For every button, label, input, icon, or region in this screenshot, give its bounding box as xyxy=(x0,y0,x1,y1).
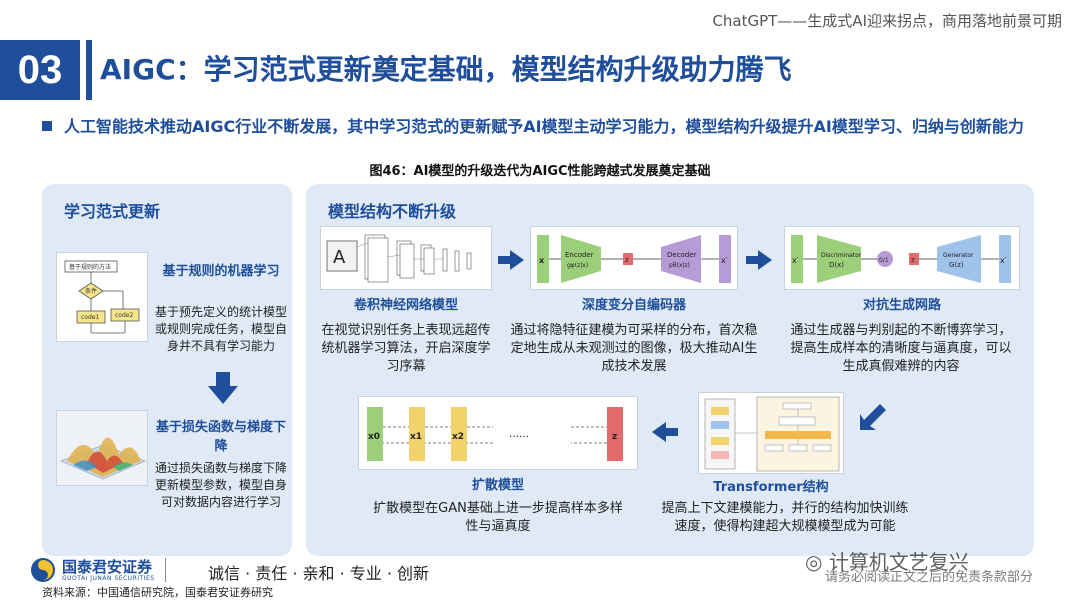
gan-disc-fn: D(x) xyxy=(829,261,844,269)
rule-learning-desc: 基于预先定义的统计模型或规则完成任务，模型自身并不具有学习能力 xyxy=(154,305,287,353)
diff-x0-label: x0 xyxy=(368,432,380,442)
loss-surface-plot xyxy=(60,437,146,480)
flow-header-label: 基于规则的方法 xyxy=(69,263,111,271)
vae-xp-label: x′ xyxy=(721,256,728,265)
figure-title: 图46：AI模型的升级迭代为AIGC性能跨越式发展奠定基础 xyxy=(369,164,711,179)
vae-desc: 通过将隐特征建模为可采样的分布，首次稳定地生成从未观测过的图像，极大推动AI生成… xyxy=(510,323,758,374)
vae-decoder-label: Decoder xyxy=(667,251,697,259)
company-name-en: GUOTAI JUNAN SECURITIES xyxy=(62,574,155,582)
section-divider xyxy=(86,40,92,100)
gan-z-label: z xyxy=(911,256,915,264)
vae-encoder-label: Encoder xyxy=(565,251,594,259)
company-logo-icon xyxy=(31,558,55,582)
gan-disc-label: Discriminator xyxy=(821,252,862,259)
learning-paradigm-panel: 学习范式更新 基于规则的方法 条件 code1 code2 基于规则的机器学习 … xyxy=(42,184,292,556)
section-number: 03 xyxy=(0,40,80,100)
gradient-learning-title: 基于损失函数与梯度下降 xyxy=(155,420,286,454)
bullet-text-content: 人工智能技术推动AIGC行业不断发展，其中学习范式的更新赋予AI模型主动学习能力… xyxy=(64,117,1024,136)
flow-code2-label: code2 xyxy=(115,312,133,319)
footer-divider xyxy=(164,558,166,582)
gan-desc: 通过生成器与判别起的不断博弈学习，提高生成样本的清晰度与逼真度，可以生成真假难辨… xyxy=(790,323,1012,374)
transformer-diagram xyxy=(704,396,840,472)
gradient-learning-desc: 通过损失函数与梯度下降更新模型参数，模型自身可对数据内容进行学习 xyxy=(154,461,287,509)
report-title: ChatGPT——生成式AI迎来拐点，商用落地前景可期 xyxy=(712,12,1062,30)
rule-flowchart-image: 基于规则的方法 条件 code1 code2 xyxy=(56,252,148,342)
bullet-text: 人工智能技术推动AIGC行业不断发展，其中学习范式的更新赋予AI模型主动学习能力… xyxy=(42,112,1052,142)
flow-code1-label: code1 xyxy=(81,314,99,321)
vae-z-label: z xyxy=(625,256,629,264)
vae-diagram: x Encoder gφ(z|x) z Decoder pθ(x|z) x′ xyxy=(537,235,731,283)
gan-gen-fn: G(z) xyxy=(949,261,964,269)
wechat-icon: ◎ xyxy=(805,550,823,574)
company-name-cn: 国泰君安证券 xyxy=(62,557,153,576)
cnn-diagram: A xyxy=(326,234,472,283)
vae-x-label: x xyxy=(539,256,545,265)
svg-text:A: A xyxy=(333,247,346,268)
loss-surface-image xyxy=(56,410,148,486)
flow-cond-label: 条件 xyxy=(85,287,97,295)
gan-title: 对抗生成网路 xyxy=(862,298,941,313)
right-arrow-icon xyxy=(746,250,772,270)
diff-x1-label: x1 xyxy=(410,432,422,442)
learning-panel-title: 学习范式更新 xyxy=(64,202,161,221)
gan-x-label: x′ xyxy=(792,256,799,265)
flowchart-diagram: 基于规则的方法 条件 code1 code2 xyxy=(64,260,140,334)
down-left-arrow-icon xyxy=(860,404,886,430)
diffusion-title: 扩散模型 xyxy=(471,478,524,493)
vae-encoder-fn: gφ(z|x) xyxy=(567,262,588,269)
gan-gen-label: Generator xyxy=(943,252,974,259)
vae-diagram-image: x Encoder gφ(z|x) z Decoder pθ(x|z) x′ xyxy=(530,226,738,290)
transformer-title: Transformer结构 xyxy=(713,480,829,495)
transformer-desc: 提高上下文建模能力，并行的结构加快训练速度，使得构建超大规模模型成为可能 xyxy=(661,501,909,534)
company-slogan: 诚信 · 责任 · 亲和 · 专业 · 创新 xyxy=(208,564,430,583)
diffusion-diagram-image: x0 x1 x2 …… z xyxy=(358,396,638,470)
vae-title: 深度变分自编码器 xyxy=(581,298,686,313)
company-logo: 国泰君安证券 GUOTAI JUNAN SECURITIES xyxy=(30,556,166,584)
rule-learning-title: 基于规则的机器学习 xyxy=(162,264,280,279)
cnn-desc: 在视觉识别任务上表现远超传统机器学习算法，开启深度学习序幕 xyxy=(321,323,491,374)
model-structure-panel: 模型结构不断升级 A 卷积神经网络模型 在视觉识别任务上表现远超传统机器学习算法… xyxy=(306,184,1034,556)
gan-xp-label: x′ xyxy=(1000,256,1007,265)
section-title: AIGC：学习范式更新奠定基础，模型结构升级助力腾飞 xyxy=(100,53,792,86)
data-source: 资料来源：中国通信研究院，国泰君安证券研究 xyxy=(42,586,273,599)
watermark-text: 计算机文艺复兴 xyxy=(828,550,969,574)
left-arrow-icon xyxy=(652,422,678,442)
disclaimer-text: 请务必阅读正文之后的免责条款部分 xyxy=(825,570,1034,585)
top-bar: ChatGPT——生成式AI迎来拐点，商用落地前景可期 xyxy=(0,0,1080,34)
bullet-square-icon xyxy=(42,121,52,131)
gan-out-label: 0/1 xyxy=(879,257,889,264)
vae-decoder-fn: pθ(x|z) xyxy=(669,262,690,269)
diff-dots-label: …… xyxy=(509,429,529,440)
right-arrow-icon xyxy=(498,250,524,270)
diffusion-diagram: x0 x1 x2 …… z xyxy=(367,407,623,461)
cnn-title: 卷积神经网络模型 xyxy=(353,298,458,313)
transformer-diagram-image xyxy=(698,392,844,474)
cnn-diagram-image: A xyxy=(320,226,492,290)
gan-diagram: x′ Discriminator D(x) 0/1 z Generator G(… xyxy=(791,235,1011,283)
diff-z-label: z xyxy=(612,432,617,442)
diffusion-desc: 扩散模型在GAN基础上进一步提高样本多样性与逼真度 xyxy=(373,501,623,534)
down-arrow-icon xyxy=(208,372,238,404)
company-name: 国泰君安证券 GUOTAI JUNAN SECURITIES xyxy=(62,559,155,582)
gan-diagram-image: x′ Discriminator D(x) 0/1 z Generator G(… xyxy=(784,226,1020,290)
structure-panel-title: 模型结构不断升级 xyxy=(328,202,457,221)
diff-x2-label: x2 xyxy=(452,432,464,442)
wechat-watermark: ◎ 计算机文艺复兴 xyxy=(805,546,969,575)
